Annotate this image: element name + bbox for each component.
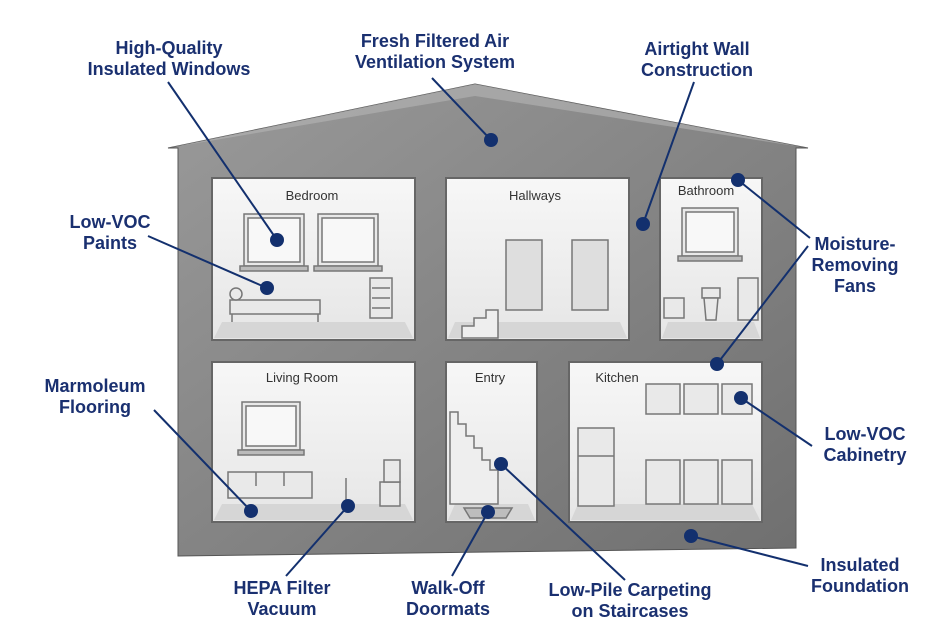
bed <box>229 299 321 315</box>
lower-cabinet-1 <box>645 459 681 505</box>
leader-lines <box>147 77 813 581</box>
label-foundation: Insulated Foundation <box>811 555 909 596</box>
label-ventilation: Fresh Filtered Air Ventilation System <box>354 31 516 72</box>
room-label-bathroom: Bathroom <box>678 183 734 198</box>
label-flooring: Marmoleum Flooring <box>44 376 146 417</box>
upper-cabinet-1 <box>645 383 681 415</box>
bath-vanity <box>737 277 759 321</box>
hallway-features <box>461 239 609 339</box>
lower-cabinet-3 <box>721 459 753 505</box>
floor-living <box>214 504 413 520</box>
label-windows: High-Quality Insulated Windows <box>87 38 251 79</box>
hallway-stairs <box>461 309 499 339</box>
marker-fan-bathroom <box>731 173 745 187</box>
hallway-door-right <box>571 239 609 311</box>
living-room-furniture <box>227 401 401 507</box>
toilet-tank <box>701 287 721 299</box>
label-cabinetry: Low-VOC Cabinetry <box>823 424 907 465</box>
marker-paints <box>260 281 274 295</box>
marker-windows <box>270 233 284 247</box>
room-label-entry: Entry <box>475 370 506 385</box>
upper-cabinet-2 <box>683 383 719 415</box>
hallway-door-left <box>505 239 543 311</box>
marker-cabinetry <box>734 391 748 405</box>
label-fans: Moisture- Removing Fans <box>811 234 899 296</box>
tv-stand <box>379 481 401 507</box>
label-doormats: Walk-Off Doormats <box>405 578 490 619</box>
bedroom-furniture <box>229 213 393 322</box>
trash-bin <box>663 297 685 319</box>
label-paints: Low-VOC Paints <box>69 212 151 253</box>
marker-fan-kitchen <box>710 357 724 371</box>
floor-kitchen <box>571 504 760 520</box>
refrigerator <box>577 427 615 507</box>
marker-flooring <box>244 504 258 518</box>
marker-foundation <box>684 529 698 543</box>
toilet <box>703 297 719 321</box>
label-vacuum: HEPA Filter Vacuum <box>233 578 331 619</box>
roof-edge <box>168 84 808 148</box>
room-label-hallways: Hallways <box>509 188 562 203</box>
label-airtight: Airtight Wall Construction <box>641 39 753 80</box>
label-carpeting: Low-Pile Carpeting on Staircases <box>548 580 712 621</box>
entry-stairs <box>449 411 499 505</box>
sofa <box>227 471 313 499</box>
floor-bedroom <box>214 322 413 338</box>
lower-cabinet-2 <box>683 459 719 505</box>
marker-airtight <box>636 217 650 231</box>
bathroom-fixtures <box>663 207 759 321</box>
room-label-bedroom: Bedroom <box>286 188 339 203</box>
marker-ventilation <box>484 133 498 147</box>
marker-vacuum <box>341 499 355 513</box>
marker-carpeting <box>494 457 508 471</box>
room-label-kitchen: Kitchen <box>595 370 638 385</box>
tv <box>383 459 401 483</box>
callout-markers <box>244 133 748 543</box>
room-label-living-room: Living Room <box>266 370 338 385</box>
marker-doormats <box>481 505 495 519</box>
floor-bathroom <box>662 322 760 338</box>
